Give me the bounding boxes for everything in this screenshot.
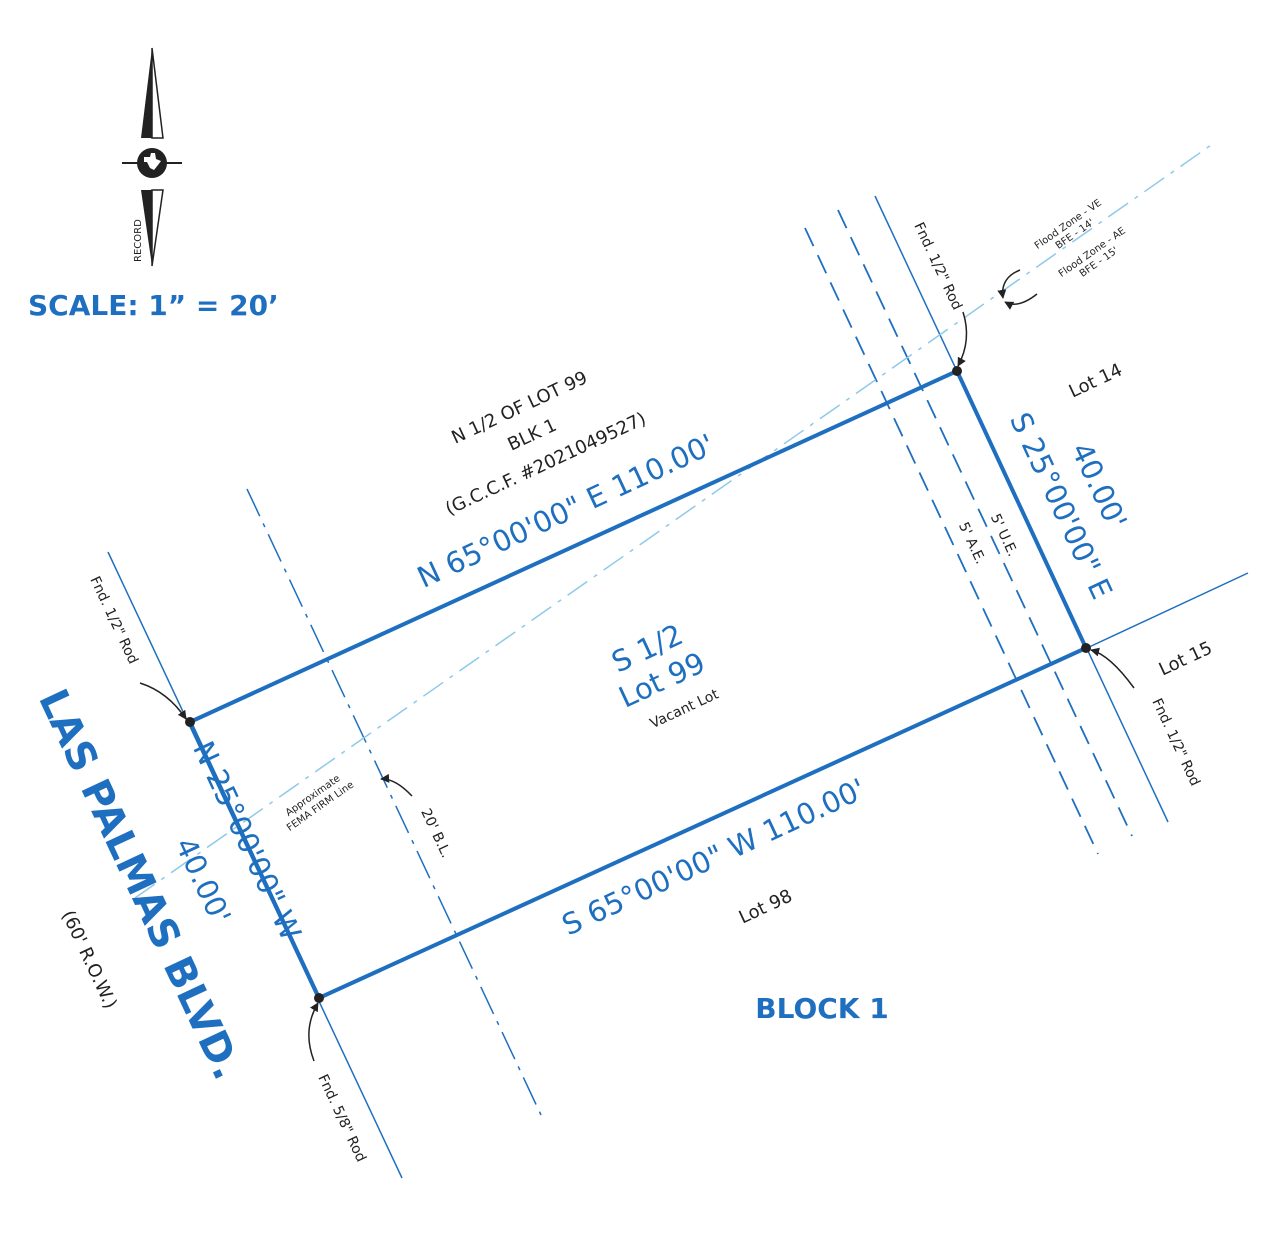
corner-monuments — [185, 366, 1091, 1003]
building-line — [246, 488, 542, 1116]
fema-label: Approximate FEMA FIRM Line — [284, 773, 356, 834]
scale-label: SCALE: 1” = 20’ — [28, 289, 279, 322]
monument-sw-label: Fnd. 5/8" Rod — [314, 1072, 369, 1165]
block-label: BLOCK 1 — [755, 992, 888, 1025]
monument-sw — [314, 993, 324, 1003]
easement-lines — [804, 209, 1133, 855]
monument-se-label: Fnd. 1/2" Rod — [1148, 696, 1203, 789]
lot-14-label: Lot 14 — [1066, 360, 1126, 403]
monument-nw — [185, 717, 195, 727]
monument-se — [1081, 643, 1091, 653]
lot-15-label: Lot 15 — [1156, 638, 1216, 681]
lot-98-label: Lot 98 — [736, 886, 796, 929]
lot-label: S 1/2 Lot 99 Vacant Lot — [606, 617, 721, 732]
utility-easement-label: 5' U.E. — [987, 511, 1021, 559]
north-arrow-texas-icon: RECORD — [122, 47, 182, 267]
north-arrow-label: RECORD — [133, 219, 144, 262]
monument-ne — [952, 366, 962, 376]
monument-nw-label: Fnd. 1/2" Rod — [86, 574, 141, 667]
monument-ne-label: Fnd. 1/2" Rod — [910, 220, 965, 313]
road-row: (60' R.O.W.) — [57, 907, 121, 1012]
leader-lines — [139, 269, 1135, 1062]
building-line-label: 20' B.L. — [417, 806, 454, 860]
south-bearing: S 65°00'00" W 110.00' — [557, 772, 871, 943]
